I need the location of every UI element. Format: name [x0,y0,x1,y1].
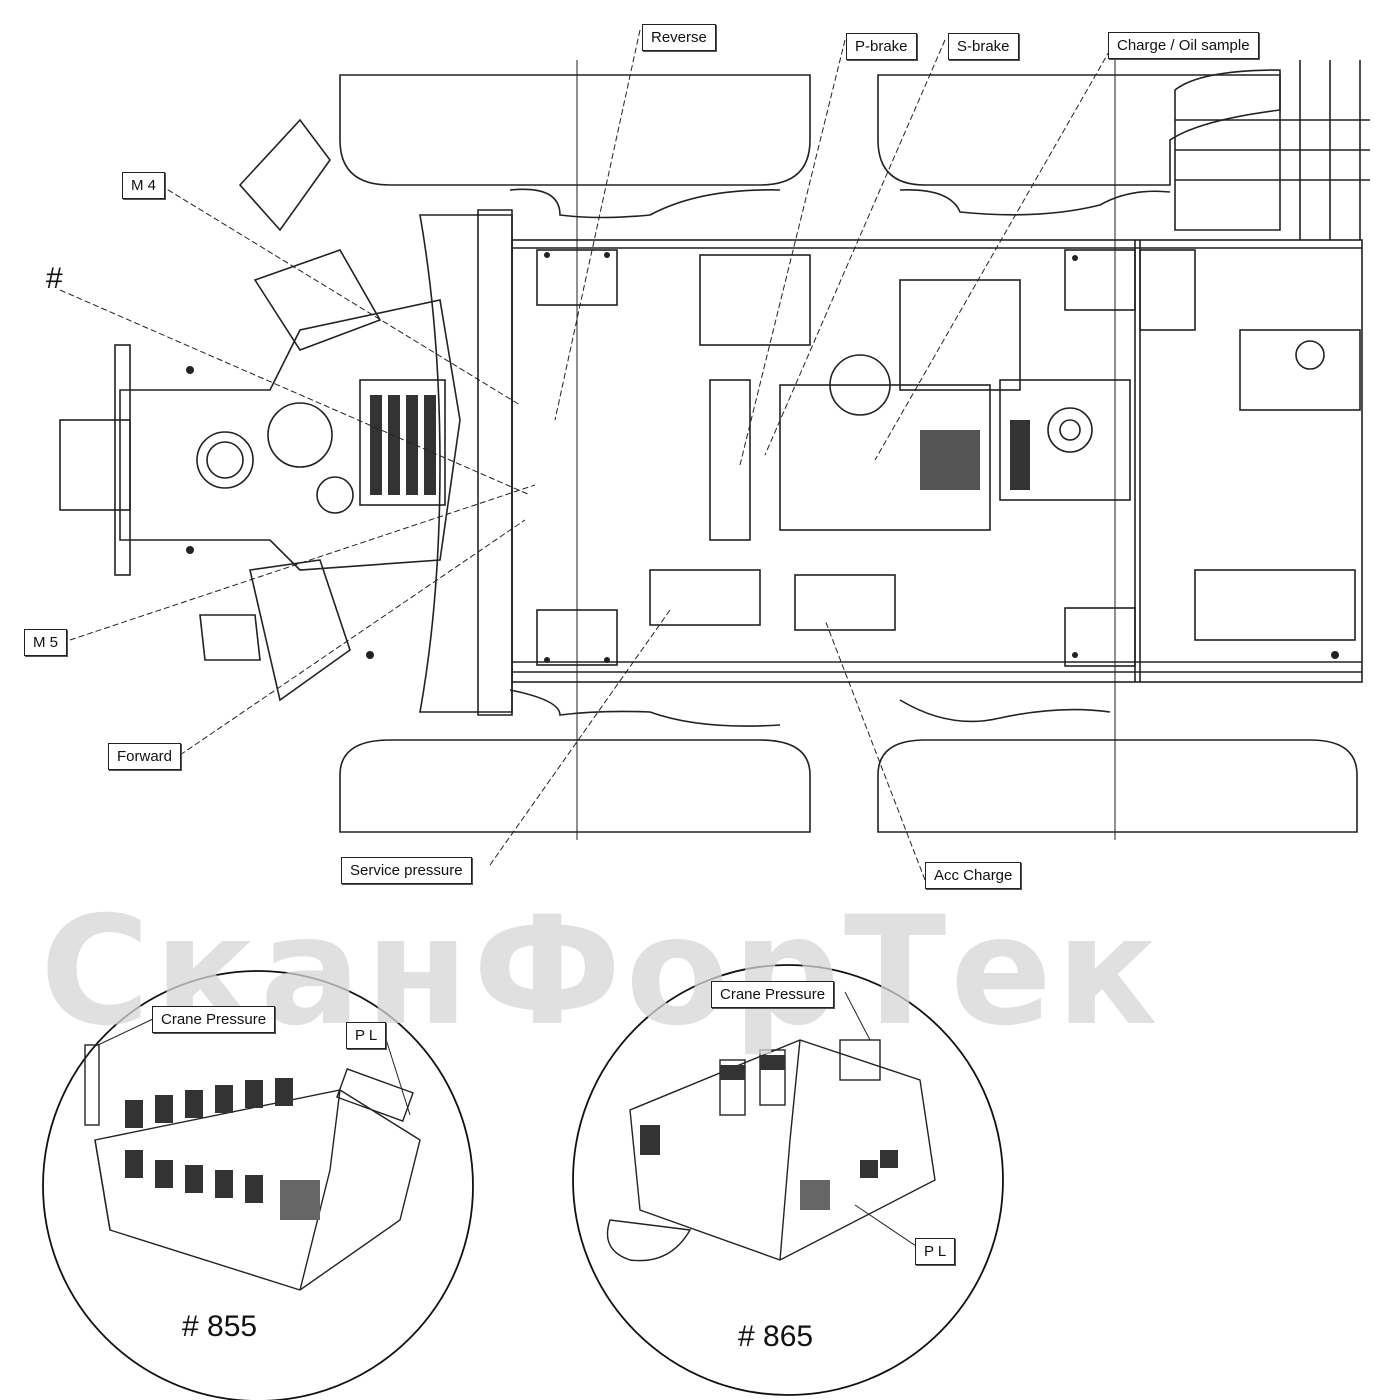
label-charge-oil-sample: Charge / Oil sample [1108,32,1259,59]
caption-865: # 865 [738,1320,814,1353]
wheel-front-top [339,74,811,186]
label-pl-855: P L [346,1022,387,1049]
label-service-pressure: Service pressure [341,857,472,884]
valve-assembly-865 [606,1039,936,1262]
label-m4: M 4 [122,172,166,199]
label-hash: # [46,262,63,295]
engine-block [779,384,991,531]
label-reverse: Reverse [642,24,716,51]
wheel-rear-bottom [877,739,1358,833]
detail-circle-855 [42,970,474,1400]
detail-circle-865 [572,964,1004,1396]
label-crane-pressure-855: Crane Pressure [152,1006,276,1033]
label-s-brake: S-brake [948,33,1019,60]
wheel-front-bottom [339,739,811,833]
valve-block-main [359,379,446,506]
front-bogie [419,214,513,713]
label-p-brake: P-brake [846,33,917,60]
caption-855: # 855 [182,1310,258,1343]
label-crane-pressure-865: Crane Pressure [711,981,835,1008]
label-forward: Forward [108,743,182,770]
label-pl-865: P L [915,1238,956,1265]
label-acc-charge: Acc Charge [925,862,1022,889]
label-m5: M 5 [24,629,68,656]
hydraulic-pump [999,379,1131,501]
wheel-rear-top [877,74,1281,186]
